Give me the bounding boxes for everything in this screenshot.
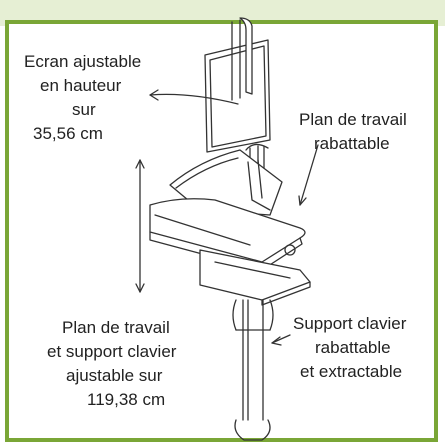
label-keyboard-support-line3: et extractable <box>300 362 403 381</box>
keyboard-pullout-arrow <box>271 334 291 346</box>
label-keyboard-support-line1: Support clavier <box>293 314 407 333</box>
label-worktop-keyboard-line2: et support clavier <box>47 342 177 361</box>
keyboard-tray <box>199 249 311 306</box>
monitor-screen <box>204 17 271 153</box>
label-worktop-keyboard-line1: Plan de travail <box>62 318 170 337</box>
label-worktop-keyboard-line3: ajustable sur <box>66 366 163 385</box>
label-worktop-keyboard-line4: 119,38 cm <box>87 390 166 409</box>
base-foot <box>234 419 271 441</box>
label-worktop-line1: Plan de travail <box>299 110 407 129</box>
label-screen-line2: en hauteur <box>40 76 122 95</box>
label-screen-line3: sur <box>72 100 96 119</box>
knob <box>284 244 296 256</box>
label-worktop-line2: rabattable <box>314 134 390 153</box>
label-screen-line4: 35,56 cm <box>33 124 103 143</box>
worktop-fold-arrow <box>298 144 319 206</box>
label-screen-line1: Ecran ajustable <box>24 52 142 71</box>
screen-height-arrow <box>149 89 239 105</box>
label-keyboard-support-line2: rabattable <box>315 338 391 357</box>
worktop-height-arrow <box>135 159 145 293</box>
pole-bracket <box>232 299 274 331</box>
